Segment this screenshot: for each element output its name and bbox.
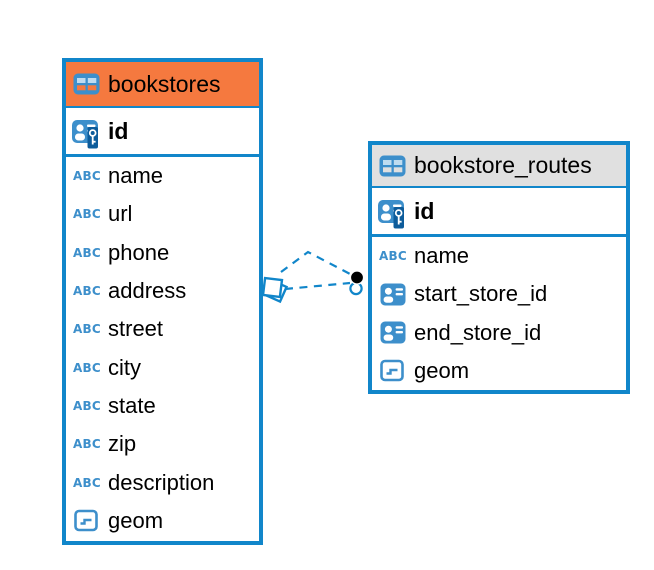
relationship-dot-marker[interactable] <box>349 270 365 296</box>
column-name: end_store_id <box>414 319 542 345</box>
primary-key-icon <box>378 199 404 228</box>
column-name: geom <box>108 507 164 533</box>
table-header-bookstore-routes[interactable]: bookstore_routes <box>372 145 626 188</box>
column-row-zip[interactable]: ABC zip <box>66 425 259 464</box>
text-type-icon: ABC <box>73 437 101 452</box>
text-type-icon: ABC <box>73 360 101 375</box>
table-icon <box>73 73 100 95</box>
text-type-icon: ABC <box>379 249 407 264</box>
text-type-icon: ABC <box>73 398 101 413</box>
column-row-id[interactable]: id <box>66 108 259 157</box>
column-name: id <box>108 117 129 144</box>
column-row-phone[interactable]: ABC phone <box>66 233 259 272</box>
text-type-icon: ABC <box>73 475 101 490</box>
column-name: description <box>108 469 215 495</box>
column-row-start-store-id[interactable]: start_store_id <box>372 275 626 314</box>
column-name: city <box>108 354 141 380</box>
column-name: state <box>108 392 156 418</box>
geometry-icon <box>380 359 404 382</box>
column-row-state[interactable]: ABC state <box>66 386 259 426</box>
column-name: geom <box>414 357 470 383</box>
entity-bookstore-routes[interactable]: bookstore_routes id ABC name <box>368 141 630 394</box>
column-name: street <box>108 316 164 342</box>
column-name: zip <box>108 431 137 457</box>
column-name: name <box>108 163 164 189</box>
relationship-line-upper[interactable] <box>280 250 353 276</box>
column-name: id <box>414 197 435 224</box>
column-row-id[interactable]: id <box>372 188 626 237</box>
text-type-icon: ABC <box>73 284 101 299</box>
text-type-icon: ABC <box>73 207 101 222</box>
column-row-url[interactable]: ABC url <box>66 195 259 234</box>
table-icon <box>379 155 406 176</box>
column-row-city[interactable]: ABC city <box>66 348 259 387</box>
column-row-description[interactable]: ABC description <box>66 463 259 502</box>
column-row-end-store-id[interactable]: end_store_id <box>372 313 626 352</box>
text-type-icon: ABC <box>73 245 101 260</box>
column-name: url <box>108 201 133 227</box>
column-row-address[interactable]: ABC address <box>66 271 259 311</box>
text-type-icon: ABC <box>73 322 101 337</box>
column-row-geom[interactable]: geom <box>372 351 626 390</box>
primary-key-icon <box>72 119 98 148</box>
relationship-line-lower[interactable] <box>284 281 351 291</box>
column-name: address <box>108 278 187 304</box>
relationship-diamond-marker[interactable] <box>261 276 289 304</box>
column-name: start_store_id <box>414 281 548 307</box>
column-row-name[interactable]: ABC name <box>372 237 626 276</box>
reference-icon <box>380 321 405 344</box>
table-header-bookstores[interactable]: bookstores <box>66 62 259 108</box>
geometry-icon <box>74 509 98 532</box>
table-name: bookstores <box>108 70 221 97</box>
column-row-geom[interactable]: geom <box>66 501 259 540</box>
column-row-name[interactable]: ABC name <box>66 157 259 196</box>
column-name: name <box>414 243 470 269</box>
text-type-icon: ABC <box>73 169 101 184</box>
column-row-street[interactable]: ABC street <box>66 310 259 349</box>
column-name: phone <box>108 239 170 265</box>
table-name: bookstore_routes <box>414 152 592 178</box>
reference-icon <box>380 283 405 306</box>
entity-bookstores[interactable]: bookstores id ABC name ABC url <box>62 58 263 545</box>
